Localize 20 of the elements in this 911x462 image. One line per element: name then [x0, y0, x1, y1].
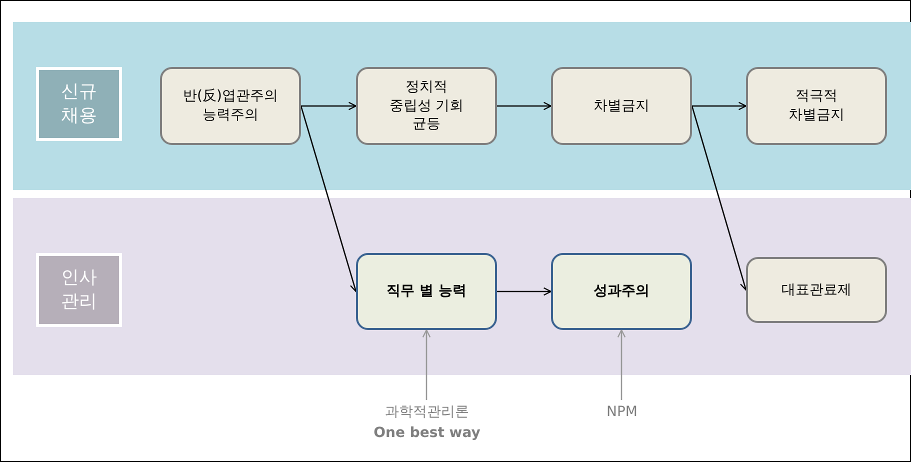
arrow [300, 106, 358, 292]
process-box: 정치적 중립성 기회 균등 [356, 67, 497, 145]
process-box: 적극적 차별금지 [746, 67, 887, 145]
note-text: NPM [606, 403, 638, 422]
process-box: 대표관료제 [746, 257, 887, 323]
arrow [497, 287, 552, 296]
arrow [692, 102, 747, 110]
arrow [497, 102, 552, 110]
arrow [301, 102, 357, 110]
lane-header: 신규 채용 [36, 67, 122, 141]
note-text: One best way [374, 424, 480, 443]
process-box: 반(反)엽관주의 능력주의 [160, 67, 301, 145]
process-box: 차별금지 [551, 67, 692, 145]
process-box: 직무 별 능력 [356, 253, 497, 330]
arrow [691, 106, 748, 291]
lane-header: 인사 관리 [36, 253, 122, 327]
note-text: 과학적관리론 [385, 403, 469, 422]
arrow [617, 329, 626, 400]
arrow [422, 329, 431, 400]
process-box: 성과주의 [551, 253, 692, 330]
